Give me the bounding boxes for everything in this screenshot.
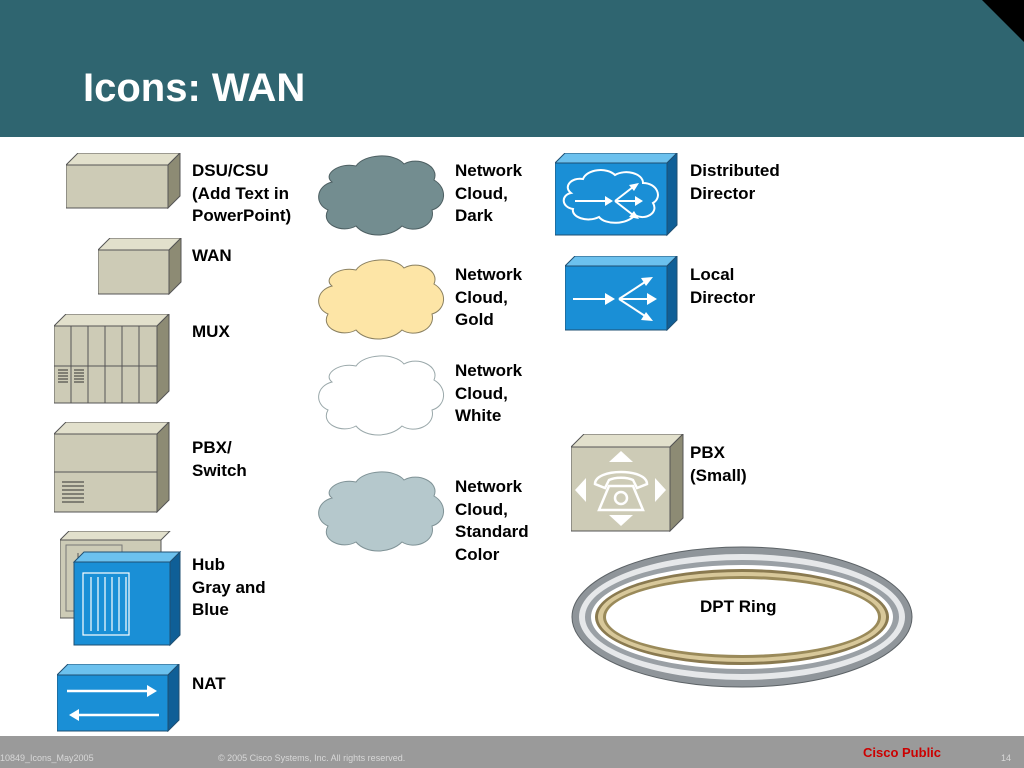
slide-footer: 10849_Icons_May2005 © 2005 Cisco Systems… <box>0 736 1024 768</box>
mux-icon <box>52 312 171 409</box>
dpt-ring-icon <box>569 544 915 695</box>
network-cloud-dark-icon <box>314 152 448 241</box>
local-director-icon <box>563 254 679 336</box>
classification-label: Cisco Public <box>863 745 942 760</box>
cloud-white-label: Network Cloud, White <box>455 361 523 425</box>
mux-label: MUX <box>192 322 230 341</box>
hub-icon <box>58 530 182 652</box>
hub-label: Hub Gray and Blue <box>192 555 266 619</box>
cloud-dark-label: Network Cloud, Dark <box>455 161 523 225</box>
dpt-ring-label: DPT Ring <box>700 597 777 616</box>
cloud-standard-label: Network Cloud, Standard Color <box>455 477 529 564</box>
network-cloud-gold-icon <box>314 256 448 345</box>
distributed-director-label: Distributed Director <box>690 161 780 203</box>
pbx-switch-label: PBX/ Switch <box>192 438 247 480</box>
network-cloud-standard-icon <box>314 468 448 557</box>
page-number: 14 <box>1001 753 1012 763</box>
wan-label: WAN <box>192 246 232 265</box>
local-director-label: Local Director <box>690 265 756 307</box>
dsu-csu-label: DSU/CSU (Add Text in PowerPoint) <box>192 161 292 225</box>
dsu-csu-icon <box>64 151 182 214</box>
network-cloud-white-icon <box>314 352 448 441</box>
pbx-small-label: PBX (Small) <box>690 443 747 485</box>
corner-decoration <box>982 0 1024 42</box>
slide-header: Icons: WAN <box>0 0 1024 137</box>
distributed-director-icon <box>553 151 679 242</box>
wan-device-icon <box>96 236 183 300</box>
pbx-switch-icon <box>52 420 171 518</box>
nat-label: NAT <box>192 674 226 693</box>
page-title: Icons: WAN <box>83 66 306 110</box>
pbx-small-icon <box>569 432 685 537</box>
document-id: 10849_Icons_May2005 <box>0 753 94 763</box>
cloud-gold-label: Network Cloud, Gold <box>455 265 523 329</box>
copyright-text: © 2005 Cisco Systems, Inc. All rights re… <box>218 753 406 763</box>
nat-icon <box>55 662 181 737</box>
